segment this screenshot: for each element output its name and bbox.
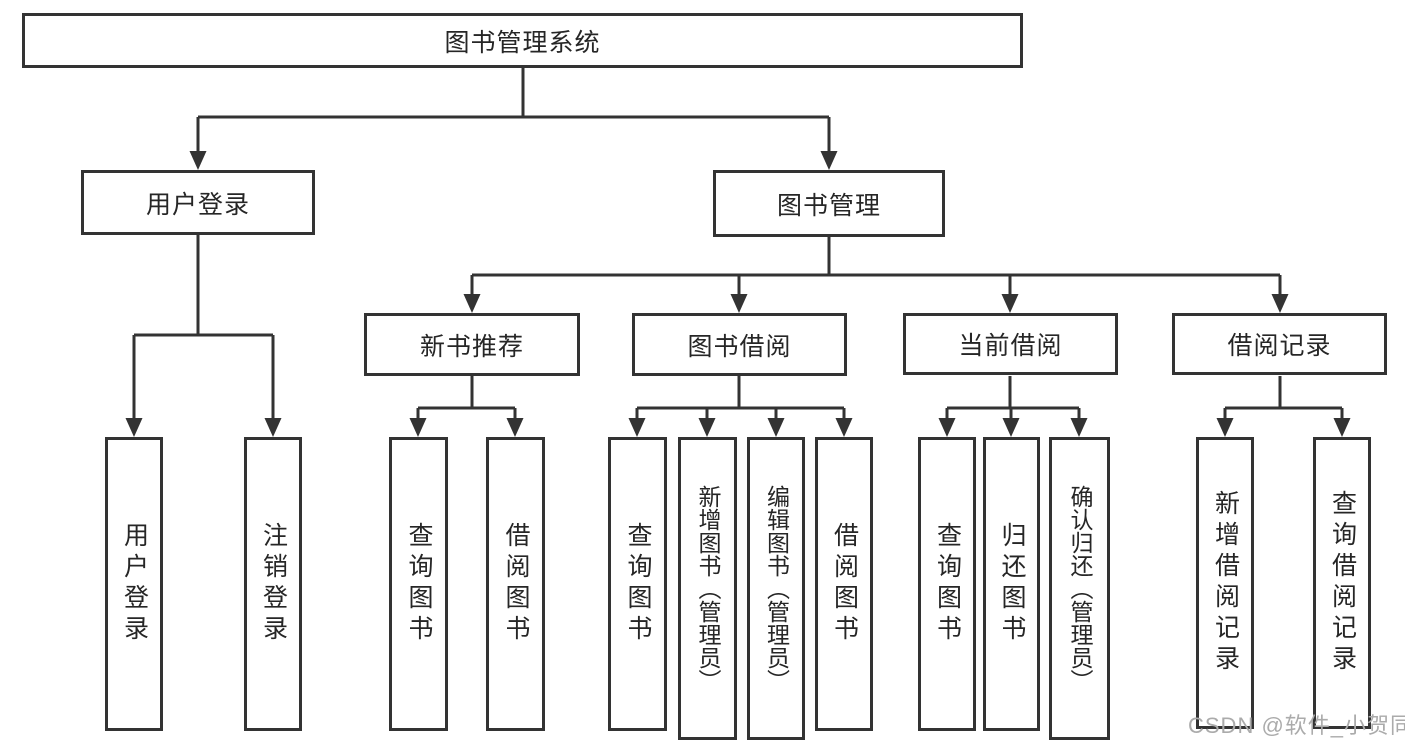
node-label: 新增借阅记录 [1211,490,1240,676]
leaf-current-confirm-return-admin: 确认归还（管理员） [1049,437,1110,740]
node-label: 查询借阅记录 [1328,490,1357,676]
leaf-records-add-borrow-record: 新增借阅记录 [1196,437,1254,729]
node-label: 归还图书 [998,522,1026,646]
leaf-current-query-books: 查询图书 [918,437,976,731]
leaf-borrowing-query-books: 查询图书 [608,437,667,731]
node-book-management: 图书管理 [713,170,945,237]
node-label: 查询图书 [933,522,962,646]
node-label: 新增图书（管理员） [695,485,721,692]
node-new-book-recommendation: 新书推荐 [364,313,580,376]
node-label: 借阅图书 [830,522,859,646]
node-label: 图书管理系统 [444,28,601,57]
node-label: 新书推荐 [419,332,524,361]
node-label: 注销登录 [259,522,288,646]
node-user-login: 用户登录 [81,170,315,235]
leaf-recommend-borrow-books: 借阅图书 [486,437,545,731]
node-label: 确认归还（管理员） [1067,485,1093,692]
leaf-borrowing-add-books-admin: 新增图书（管理员） [678,437,737,740]
leaf-recommend-query-books: 查询图书 [389,437,448,731]
node-label: 借阅图书 [502,522,530,646]
leaf-records-query-borrow-record: 查询借阅记录 [1313,437,1371,729]
node-label: 用户登录 [120,522,149,646]
leaf-user-login: 用户登录 [105,437,163,731]
leaf-borrowing-borrow-books: 借阅图书 [815,437,873,731]
node-borrowing-records: 借阅记录 [1172,313,1387,375]
node-book-borrowing: 图书借阅 [632,313,847,376]
node-current-borrowing: 当前借阅 [903,313,1118,375]
leaf-current-return-books: 归还图书 [983,437,1040,731]
node-label: 编辑图书（管理员） [763,485,790,692]
node-library-management-system: 图书管理系统 [22,13,1023,68]
leaf-borrowing-edit-books-admin: 编辑图书（管理员） [747,437,805,740]
node-label: 图书管理 [776,191,881,220]
node-label: 当前借阅 [958,332,1063,360]
leaf-logout-login: 注销登录 [244,437,302,731]
csdn-watermark: CSDN @软件_小贺同学 [1188,713,1405,738]
node-label: 图书借阅 [687,332,792,361]
node-label: 查询图书 [624,522,652,646]
node-label: 用户登录 [145,190,250,219]
node-label: 查询图书 [405,522,433,646]
node-label: 借阅记录 [1227,332,1332,360]
